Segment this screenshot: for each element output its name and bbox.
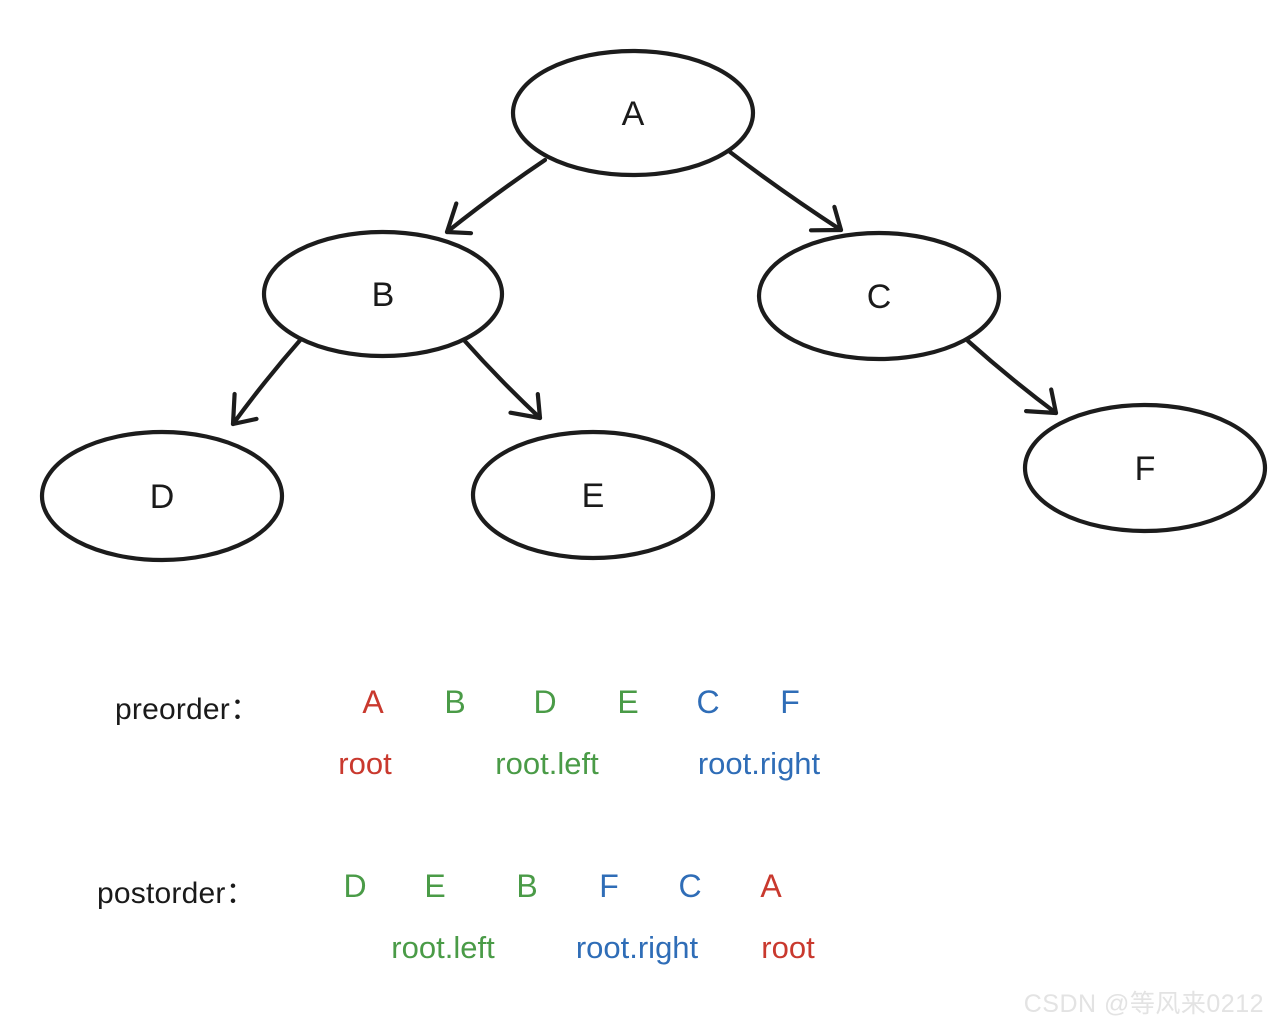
- tree-node-a[interactable]: A: [510, 48, 756, 178]
- tree-node-f[interactable]: F: [1022, 402, 1268, 534]
- node-label-d: D: [150, 478, 175, 516]
- node-label-f: F: [1135, 450, 1156, 488]
- postorder-annotations: root.left root.right root: [0, 928, 1278, 974]
- postorder-annotation-0: root.left: [391, 930, 495, 965]
- postorder-label: postorder：: [97, 877, 256, 910]
- preorder-item-3: E: [617, 684, 639, 720]
- preorder-label: preorder：: [115, 693, 261, 726]
- node-ellipse-c: [756, 230, 1002, 362]
- preorder-annotation-2: root.right: [697, 746, 821, 781]
- tree-edge-b-e: [460, 336, 543, 421]
- postorder-item-0: D: [343, 868, 367, 904]
- node-ellipse-a: [510, 48, 756, 178]
- preorder-item-4: C: [696, 684, 720, 720]
- preorder-item-1: B: [444, 684, 466, 720]
- preorder-item-5: F: [780, 684, 800, 720]
- postorder-item-3: F: [599, 868, 619, 904]
- postorder-annotation-1: root.right: [575, 930, 699, 965]
- node-label-a: A: [622, 95, 645, 133]
- preorder-item-2: D: [533, 684, 557, 720]
- preorder-annotation-1: root.left: [495, 746, 599, 781]
- node-label-e: E: [582, 477, 605, 515]
- node-label-b: B: [372, 276, 395, 314]
- node-ellipse-b: [261, 229, 505, 359]
- tree-node-c[interactable]: C: [756, 230, 1002, 362]
- tree-node-e[interactable]: E: [470, 429, 716, 561]
- binary-tree-graphic: A B C D E F: [39, 48, 1268, 563]
- tree-edge-c-f: [965, 338, 1059, 416]
- preorder-annotation-0: root: [338, 746, 392, 781]
- tree-edge-a-c: [727, 149, 844, 233]
- preorder-item-0: A: [362, 684, 384, 720]
- csdn-watermark: CSDN @等风来0212: [1023, 990, 1264, 1018]
- tree-edge-b-d: [230, 335, 305, 427]
- node-ellipse-f: [1022, 402, 1268, 534]
- postorder-item-4: C: [678, 868, 702, 904]
- tree-nodes: A B C D E F: [39, 48, 1268, 563]
- postorder-item-2: B: [516, 868, 538, 904]
- tree-edge-a-b: [444, 157, 548, 236]
- node-label-c: C: [867, 278, 892, 316]
- preorder-annotations: root root.left root.right: [0, 744, 1278, 790]
- tree-edges: [230, 149, 1059, 427]
- node-ellipse-d: [39, 429, 285, 563]
- tree-node-d[interactable]: D: [39, 429, 285, 563]
- postorder-annotation-2: root: [761, 930, 815, 965]
- node-ellipse-e: [470, 429, 716, 561]
- tree-node-b[interactable]: B: [261, 229, 505, 359]
- postorder-item-5: A: [760, 868, 782, 904]
- postorder-item-1: E: [424, 868, 446, 904]
- preorder-traversal-row: preorder： A B D E C F root root.left root.right: [0, 672, 1278, 822]
